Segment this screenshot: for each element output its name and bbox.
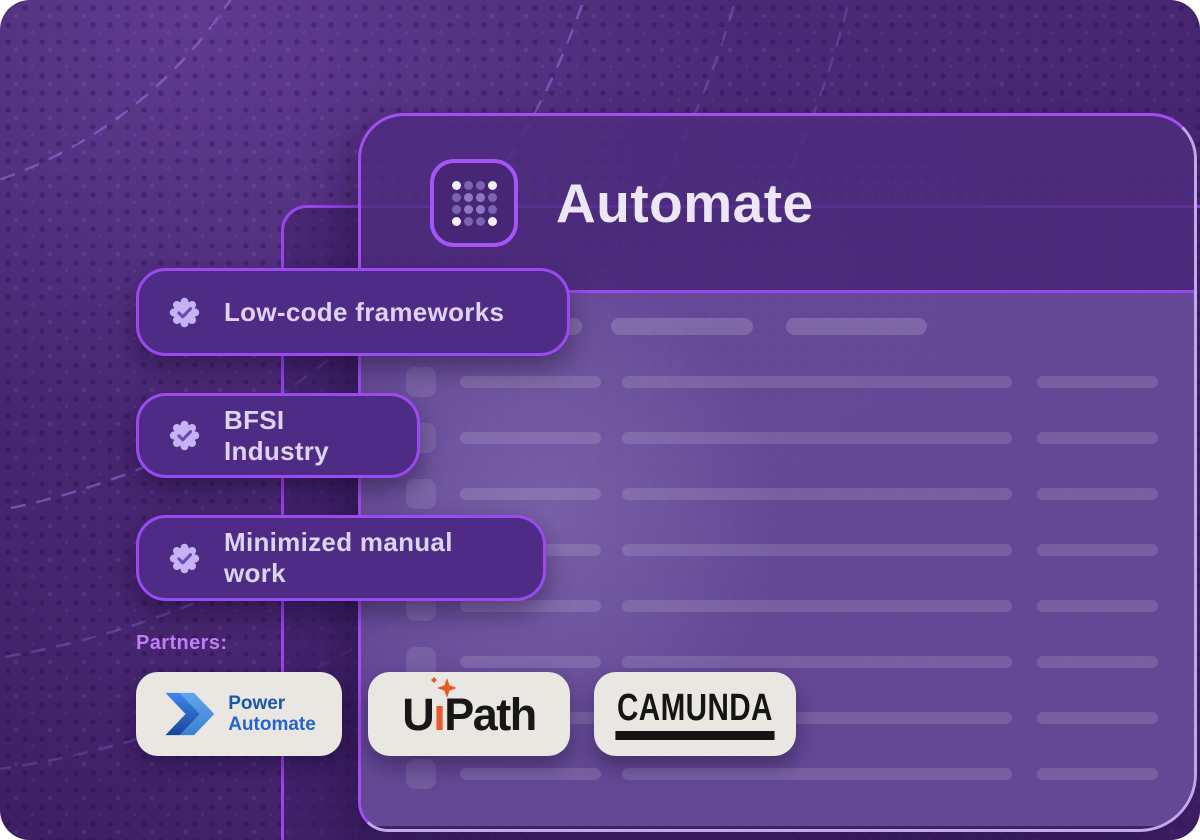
skeleton-bar [460, 768, 601, 780]
icon-dot [487, 180, 497, 190]
skeleton-bar [1037, 488, 1158, 500]
skeleton-bar [622, 600, 1012, 612]
skeleton-bar [622, 544, 1012, 556]
skeleton-row [361, 423, 1194, 453]
skeleton-header-pill [786, 318, 927, 335]
sparkle-icon [431, 676, 458, 698]
app-window-header: Automate [361, 116, 1194, 293]
icon-dot [463, 204, 473, 214]
badge-label: Low-code frameworks [224, 296, 505, 327]
skeleton-bar [1037, 432, 1158, 444]
icon-dot [451, 192, 461, 202]
skeleton-bar [460, 656, 601, 668]
skeleton-bar [1037, 712, 1158, 724]
partners-label: Partners: [136, 632, 228, 654]
partner-chip-camunda: CAMUNDA [594, 672, 796, 756]
verified-seal-icon [169, 420, 200, 451]
skeleton-bar [622, 432, 1012, 444]
skeleton-bar [1037, 656, 1158, 668]
skeleton-bar [1037, 768, 1158, 780]
icon-dot [475, 180, 485, 190]
camunda-wordmark: CAMUNDA [615, 689, 775, 740]
icon-dot [463, 216, 473, 226]
feature-badge-minimized-work: Minimized manual work [136, 515, 546, 601]
skeleton-bar [1037, 376, 1158, 388]
skeleton-checkbox [406, 367, 436, 397]
skeleton-bar [460, 488, 601, 500]
verified-seal-icon [169, 543, 200, 573]
badge-label: Minimized manual work [224, 527, 453, 588]
app-icon-dot-grid [451, 180, 497, 226]
skeleton-bar [460, 432, 601, 444]
skeleton-bar [1037, 600, 1158, 612]
icon-dot [475, 216, 485, 226]
icon-dot [487, 204, 497, 214]
partner-chip-power-automate: Power Automate [136, 672, 342, 756]
badge-label: BFSI Industry [224, 404, 329, 466]
skeleton-bar [1037, 544, 1158, 556]
icon-dot [463, 180, 473, 190]
skeleton-bar [460, 600, 601, 612]
skeleton-row [361, 759, 1194, 789]
verified-seal-icon [169, 297, 200, 327]
skeleton-bar [460, 376, 601, 388]
skeleton-checkbox [406, 759, 436, 789]
power-automate-icon [165, 692, 215, 736]
dot-grid-app-icon [430, 159, 518, 247]
skeleton-bar [622, 768, 1012, 780]
icon-dot [475, 204, 485, 214]
skeleton-row [361, 647, 1194, 677]
skeleton-row [361, 367, 1194, 397]
skeleton-checkbox [406, 479, 436, 509]
icon-dot [475, 192, 485, 202]
skeleton-bar [622, 488, 1012, 500]
feature-badge-low-code: Low-code frameworks [136, 268, 570, 356]
icon-dot [451, 204, 461, 214]
icon-dot [451, 180, 461, 190]
icon-dot [487, 216, 497, 226]
page-title: Automate [556, 172, 814, 234]
skeleton-header-pill [611, 318, 753, 335]
skeleton-bar [622, 376, 1012, 388]
icon-dot [451, 216, 461, 226]
feature-badge-bfsi: BFSI Industry [136, 393, 420, 478]
skeleton-bar [622, 656, 1012, 668]
icon-dot [487, 192, 497, 202]
power-automate-wordmark: Power Automate [228, 692, 316, 735]
icon-dot [463, 192, 473, 202]
skeleton-row [361, 479, 1194, 509]
